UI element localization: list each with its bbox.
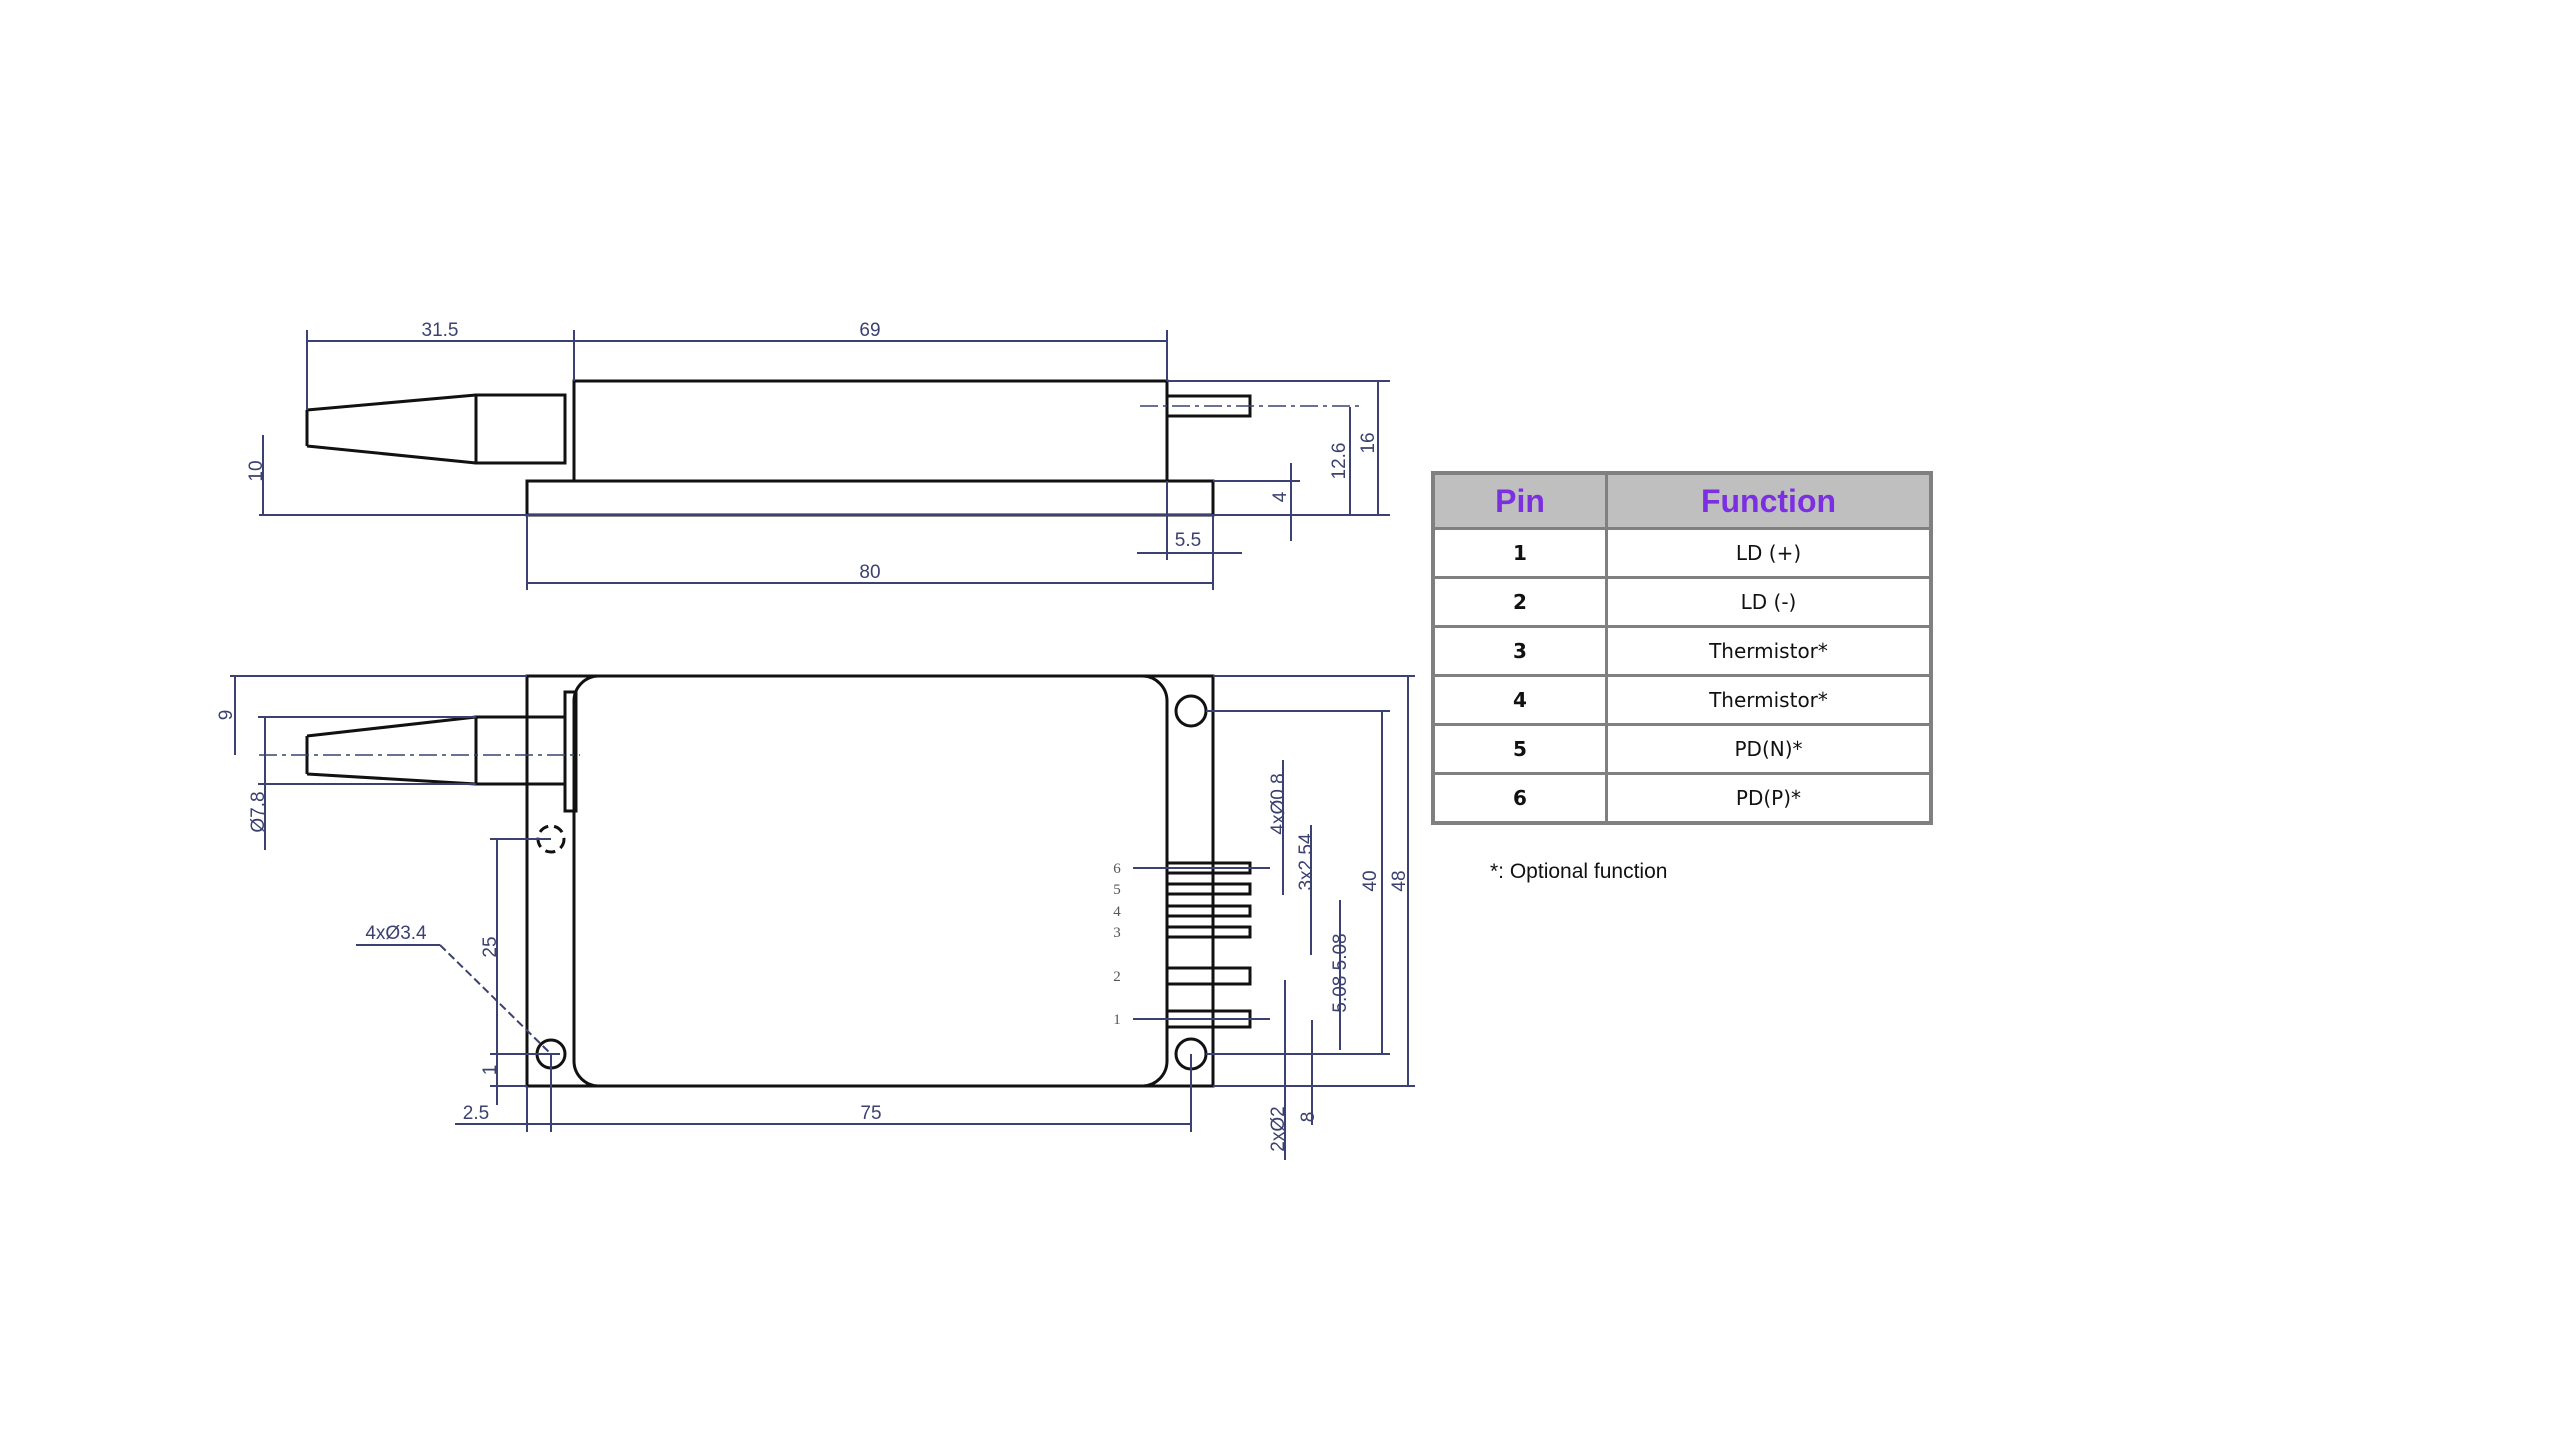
fiber-boot bbox=[305, 715, 477, 786]
optional-function-note: *: Optional function bbox=[1490, 860, 1668, 883]
mount-hole bbox=[1174, 694, 1208, 728]
pin-label-4: 4 bbox=[1113, 904, 1121, 920]
dim-1: 1 bbox=[480, 1065, 501, 1076]
dim-8: 8 bbox=[1298, 1112, 1319, 1123]
pin-label-5: 5 bbox=[1113, 882, 1121, 898]
dim-48: 48 bbox=[1389, 870, 1410, 891]
pin-function: Thermistor* bbox=[1605, 625, 1933, 677]
top-view: 6 5 4 3 2 1 9 Ø7.8 4xØ3.4 25 1 2.5 75 40… bbox=[216, 674, 1415, 1160]
pin-number: 3 bbox=[1431, 625, 1608, 677]
dim-25: 25 bbox=[480, 936, 501, 957]
base-plate bbox=[525, 479, 1215, 517]
pin-number: 5 bbox=[1431, 723, 1608, 775]
dim-16: 16 bbox=[1358, 432, 1379, 453]
dim-69: 69 bbox=[859, 320, 880, 341]
pin-label-3: 3 bbox=[1113, 925, 1121, 941]
dim-pin-diameter: 4xØ0.8 bbox=[1268, 773, 1289, 834]
dim-fiber-diameter: Ø7.8 bbox=[248, 791, 269, 832]
dim-gnd-pin: 2xØ2 bbox=[1268, 1106, 1289, 1151]
fiber-tube bbox=[474, 393, 567, 465]
body-outline bbox=[572, 379, 1169, 483]
header-pin: Pin bbox=[1431, 471, 1608, 530]
pin-function: LD (-) bbox=[1605, 576, 1933, 628]
dim-pin-pitch: 3x2.54 bbox=[1296, 833, 1317, 890]
pin-function: PD(N)* bbox=[1605, 723, 1933, 775]
pin-label-1: 1 bbox=[1113, 1012, 1121, 1028]
dim-31-5: 31.5 bbox=[422, 320, 459, 341]
flange-outline bbox=[525, 674, 1215, 1088]
dim-80: 80 bbox=[859, 562, 880, 583]
dim-10: 10 bbox=[246, 460, 267, 481]
dim-4: 4 bbox=[1270, 491, 1291, 502]
dim-12-6: 12.6 bbox=[1329, 443, 1350, 480]
pin-number: 2 bbox=[1431, 576, 1608, 628]
header-function: Function bbox=[1605, 471, 1933, 530]
pin-function: PD(P)* bbox=[1605, 772, 1933, 825]
pin-label-6: 6 bbox=[1113, 861, 1121, 877]
pins bbox=[1133, 861, 1270, 1029]
dim-pin-gap: 5.08 5.08 bbox=[1330, 933, 1351, 1012]
pin-number: 4 bbox=[1431, 674, 1608, 726]
dim-40: 40 bbox=[1360, 870, 1381, 891]
dim-5-5: 5.5 bbox=[1175, 530, 1201, 551]
dim-mount-holes: 4xØ3.4 bbox=[365, 923, 427, 944]
pin-label-2: 2 bbox=[1113, 969, 1121, 985]
fiber-tube bbox=[474, 715, 567, 786]
fiber-boot bbox=[305, 393, 477, 465]
pin-number: 6 bbox=[1431, 772, 1608, 825]
body-outline bbox=[572, 674, 1169, 1088]
dim-2-5: 2.5 bbox=[463, 1103, 489, 1124]
pin-function: LD (+) bbox=[1605, 527, 1933, 579]
dim-75: 75 bbox=[860, 1103, 881, 1124]
dim-9: 9 bbox=[216, 710, 237, 721]
pin-number: 1 bbox=[1431, 527, 1608, 579]
side-view: 31.5 69 80 5.5 10 12.6 16 4 bbox=[246, 320, 1390, 590]
pin-function: Thermistor* bbox=[1605, 674, 1933, 726]
table-header-row: Pin Function bbox=[1431, 471, 1933, 530]
